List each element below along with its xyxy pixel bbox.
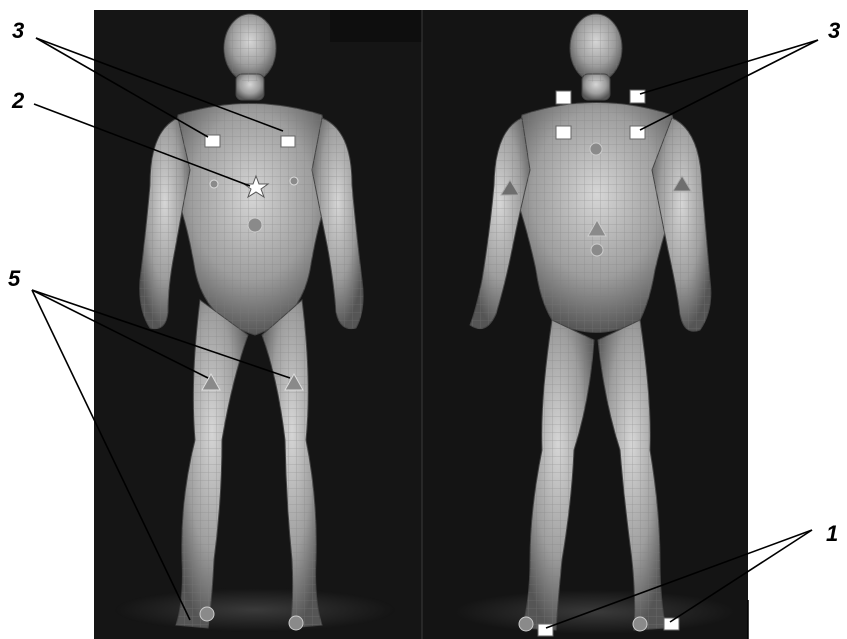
square-marker	[556, 91, 571, 104]
round-marker	[519, 617, 533, 631]
callout-label-3-back: 3	[828, 20, 840, 42]
square-marker	[664, 618, 679, 630]
square-marker	[630, 90, 645, 103]
square-marker	[281, 136, 295, 147]
round-marker	[633, 617, 647, 631]
round-marker	[290, 177, 298, 185]
callout-label-2: 2	[12, 90, 24, 112]
round-marker	[200, 607, 214, 621]
round-marker	[210, 180, 218, 188]
round-marker	[591, 244, 603, 256]
callout-label-5: 5	[8, 268, 20, 290]
callout-label-1: 1	[826, 523, 838, 545]
square-marker	[556, 126, 571, 139]
round-marker	[248, 218, 262, 232]
round-marker	[590, 143, 602, 155]
callout-label-3-front: 3	[12, 20, 24, 42]
round-marker	[289, 616, 303, 630]
